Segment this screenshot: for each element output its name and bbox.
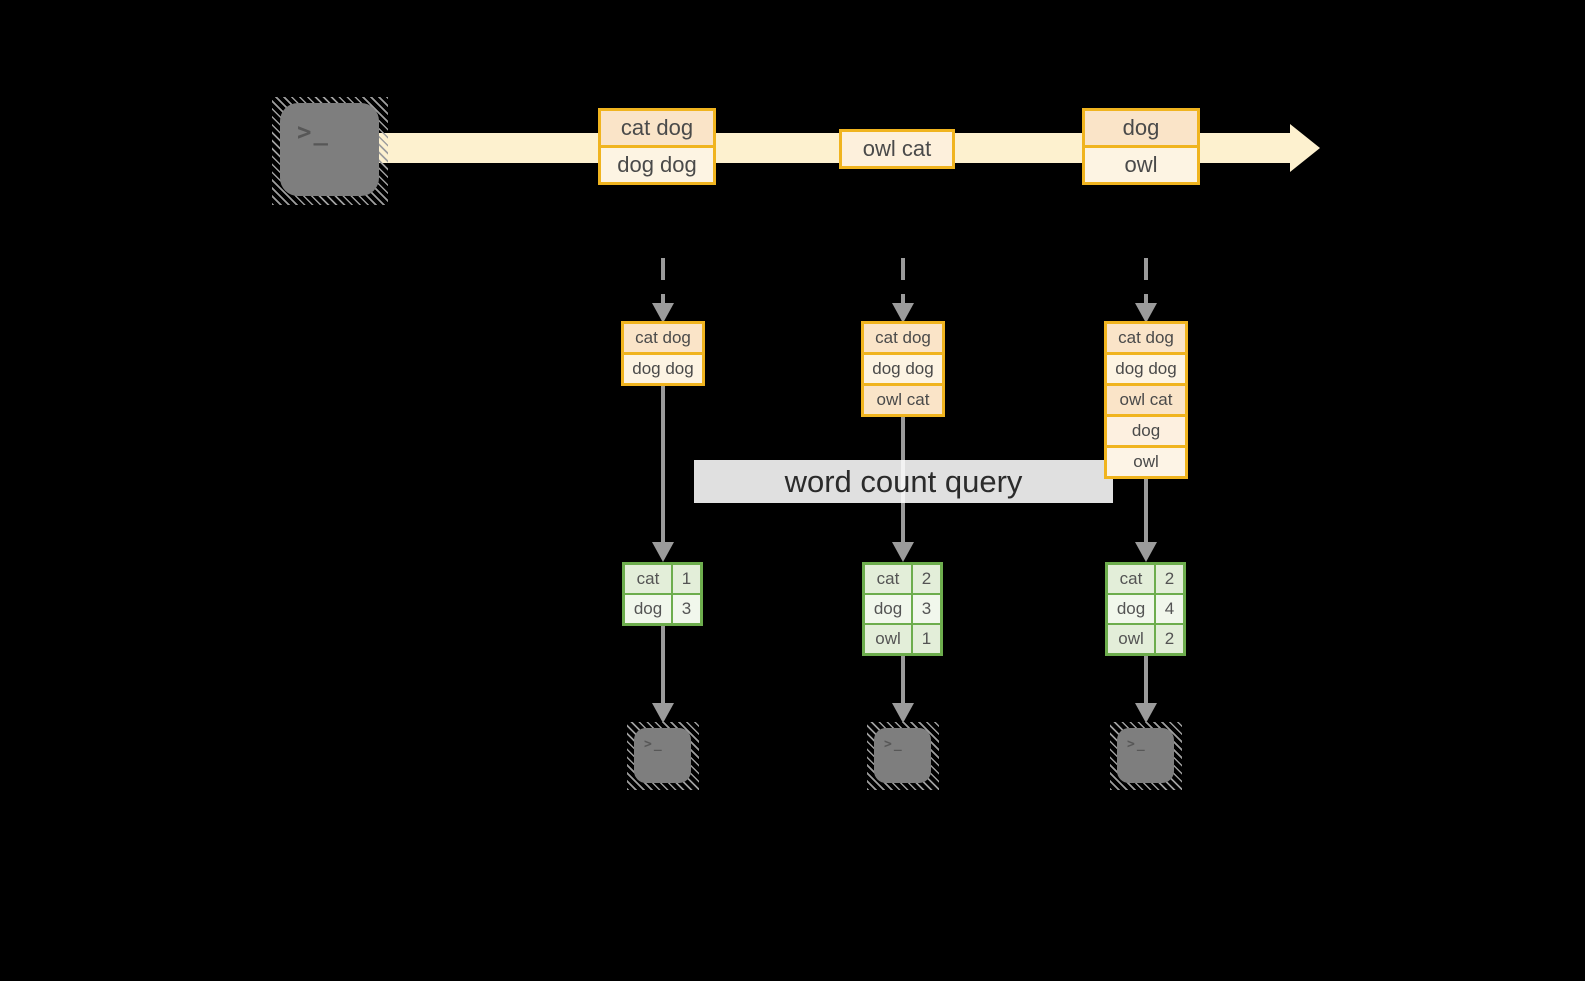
- buffer-box: cat dog dog dog owl cat: [861, 321, 945, 417]
- sink-arrow-head-icon: [1135, 703, 1157, 723]
- buffer-item: owl cat: [864, 383, 942, 414]
- word-cell: dog: [625, 595, 671, 623]
- micro-batch-arrow: [901, 258, 905, 304]
- count-cell: 2: [1154, 625, 1183, 653]
- source-terminal-icon: [280, 103, 379, 196]
- table-row: cat 1: [625, 565, 700, 593]
- terminal-prompt-icon: >_: [297, 118, 330, 146]
- buffer-item: owl cat: [1107, 383, 1185, 414]
- query-arrow-head-icon: [892, 542, 914, 562]
- stream-batch: cat dog dog dog: [598, 108, 716, 185]
- word-cell: dog: [1108, 595, 1154, 623]
- word-count-query-banner: word count query: [694, 460, 1113, 503]
- count-table: cat 2 dog 4 owl 2: [1105, 562, 1186, 656]
- buffer-item: owl: [1107, 445, 1185, 476]
- table-row: owl 2: [1108, 623, 1183, 653]
- stream-item: owl: [1085, 145, 1197, 182]
- stream-item: cat dog: [601, 111, 713, 145]
- query-arrow-head-icon: [1135, 542, 1157, 562]
- stream-item: dog: [1085, 111, 1197, 145]
- query-arrow: [1144, 479, 1148, 542]
- buffer-box: cat dog dog dog: [621, 321, 705, 386]
- count-cell: 2: [1154, 565, 1183, 593]
- count-cell: 4: [1154, 595, 1183, 623]
- word-cell: cat: [1108, 565, 1154, 593]
- stream-item: dog dog: [601, 145, 713, 182]
- stream-item: owl cat: [842, 132, 952, 166]
- query-arrow: [661, 386, 665, 542]
- table-row: dog 4: [1108, 593, 1183, 623]
- word-cell: owl: [865, 625, 911, 653]
- buffer-box: cat dog dog dog owl cat dog owl: [1104, 321, 1188, 479]
- word-cell: cat: [865, 565, 911, 593]
- sink-arrow-head-icon: [892, 703, 914, 723]
- buffer-item: cat dog: [624, 324, 702, 352]
- count-cell: 1: [671, 565, 700, 593]
- sink-arrow-head-icon: [652, 703, 674, 723]
- sink-terminal-icon: [874, 728, 931, 783]
- count-cell: 3: [911, 595, 940, 623]
- sink-terminal-icon: [634, 728, 691, 783]
- table-row: dog 3: [865, 593, 940, 623]
- word-cell: cat: [625, 565, 671, 593]
- buffer-item: dog dog: [864, 352, 942, 383]
- stream-arrow-head-icon: [1290, 124, 1320, 172]
- count-table: cat 2 dog 3 owl 1: [862, 562, 943, 656]
- table-row: cat 2: [1108, 565, 1183, 593]
- buffer-item: dog dog: [1107, 352, 1185, 383]
- buffer-item: cat dog: [864, 324, 942, 352]
- count-cell: 3: [671, 595, 700, 623]
- terminal-prompt-icon: >_: [1127, 737, 1147, 752]
- sink-arrow: [1144, 656, 1148, 704]
- sink-terminal-icon: [1117, 728, 1174, 783]
- word-cell: owl: [1108, 625, 1154, 653]
- buffer-item: dog: [1107, 414, 1185, 445]
- micro-batch-arrow-head-icon: [652, 303, 674, 323]
- sink-arrow: [901, 656, 905, 704]
- word-count-query-label: word count query: [784, 463, 1023, 499]
- count-cell: 2: [911, 565, 940, 593]
- count-cell: 1: [911, 625, 940, 653]
- micro-batch-arrow: [661, 258, 665, 304]
- micro-batch-arrow-head-icon: [892, 303, 914, 323]
- count-table: cat 1 dog 3: [622, 562, 703, 626]
- terminal-prompt-icon: >_: [644, 737, 664, 752]
- buffer-item: dog dog: [624, 352, 702, 383]
- query-arrow-head-icon: [652, 542, 674, 562]
- micro-batch-arrow: [1144, 258, 1148, 304]
- stream-batch: dog owl: [1082, 108, 1200, 185]
- sink-arrow: [661, 626, 665, 704]
- word-cell: dog: [865, 595, 911, 623]
- table-row: owl 1: [865, 623, 940, 653]
- buffer-item: cat dog: [1107, 324, 1185, 352]
- stream-batch: owl cat: [839, 129, 955, 169]
- table-row: cat 2: [865, 565, 940, 593]
- table-row: dog 3: [625, 593, 700, 623]
- terminal-prompt-icon: >_: [884, 737, 904, 752]
- micro-batch-arrow-head-icon: [1135, 303, 1157, 323]
